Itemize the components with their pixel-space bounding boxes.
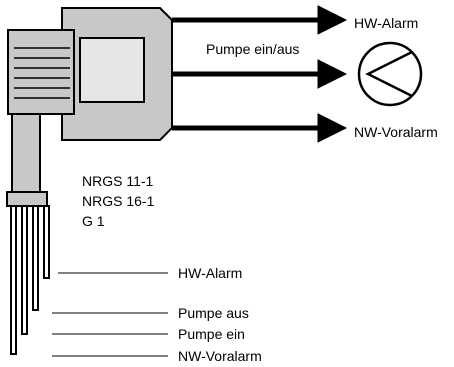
label-output-pump: Pumpe ein/aus	[206, 41, 299, 57]
electrode-rods	[10, 205, 50, 355]
level-label-nw-prealarm: NW-Voralarm	[178, 348, 262, 364]
arrow-head-pump	[317, 59, 348, 89]
electrode-rod-4	[43, 205, 50, 279]
mounting-nut	[6, 191, 48, 207]
connector-block	[7, 29, 75, 115]
arrow-head-nw-prealarm	[317, 113, 348, 143]
level-label-pump-on: Pumpe ein	[178, 326, 245, 342]
electrode-rod-2	[21, 205, 28, 335]
level-label-hw-alarm: HW-Alarm	[178, 265, 242, 281]
terminal-head	[6, 7, 173, 207]
device-designation-2: NRGS 16-1	[82, 193, 155, 209]
label-output-hw-alarm: HW-Alarm	[354, 15, 418, 31]
arrow-head-hw-alarm	[317, 5, 348, 35]
label-output-nw-prealarm: NW-Voralarm	[354, 124, 438, 140]
connector-ribs	[14, 47, 70, 99]
output-arrows	[172, 5, 348, 143]
device-designation-3: G 1	[82, 213, 105, 229]
pump-symbol-icon	[357, 41, 423, 107]
electrode-stem	[11, 113, 41, 195]
device-designation-1: NRGS 11-1	[82, 173, 154, 189]
electrode-rod-3	[32, 205, 39, 311]
level-label-pump-off: Pumpe aus	[178, 305, 249, 321]
level-lines	[52, 272, 168, 357]
window-panel	[79, 37, 145, 103]
electrode-rod-1	[10, 205, 17, 355]
